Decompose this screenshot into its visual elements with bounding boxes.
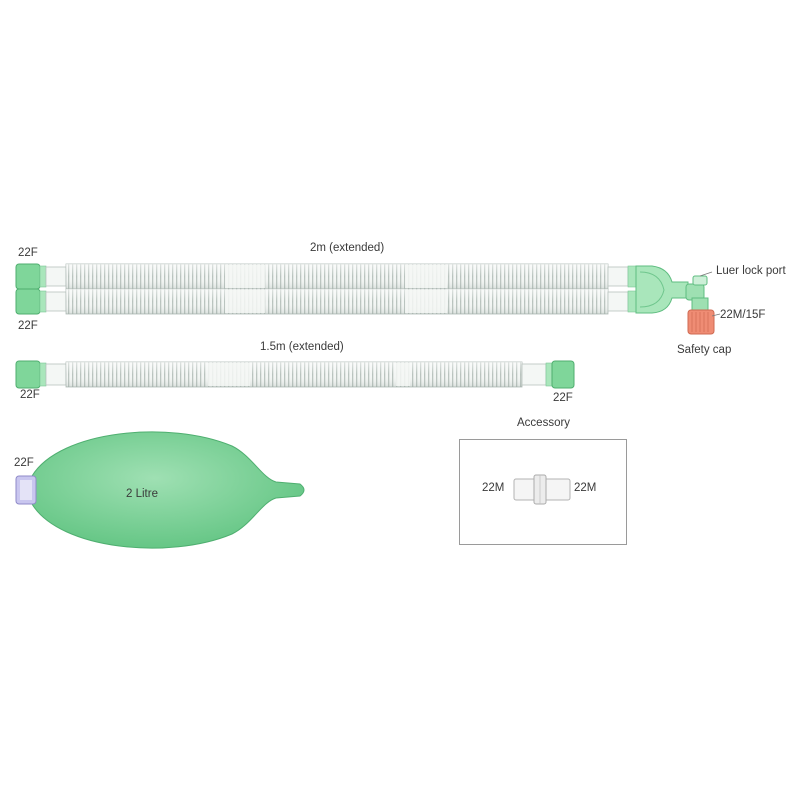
circuit-2m-left-bottom-label: 22F (18, 320, 38, 332)
bag-body (31, 431, 305, 549)
patient-connector-label: 22M/15F (720, 309, 766, 321)
accessory-left-label: 22M (482, 482, 505, 494)
cuff-15m-right (551, 360, 575, 389)
limb-15m (15, 360, 575, 389)
limb-15m-left-label: 22F (20, 389, 40, 401)
circuit-2m-left-top-label: 22F (18, 247, 38, 259)
limb-15m-right-label: 22F (553, 392, 573, 404)
bag-connector-label: 22F (14, 457, 34, 469)
accessory-title: Accessory (517, 417, 571, 429)
circuit-2m-length-label: 2m (extended) (310, 242, 385, 254)
reservoir-bag (15, 431, 305, 549)
luer-lock-port-label: Luer lock port (716, 265, 786, 277)
cuff-2m-left-bottom (15, 288, 41, 315)
safety-cap-label: Safety cap (677, 344, 732, 356)
accessory-right-label: 22M (574, 482, 597, 494)
cuff-2m-left-top (15, 263, 41, 290)
accessory-panel (459, 439, 627, 545)
circuit-2m (15, 263, 721, 335)
cuff-15m-left (15, 360, 41, 389)
limb-15m-length-label: 1.5m (extended) (260, 341, 344, 353)
luer-lock-port (692, 275, 708, 286)
bag-volume-label: 2 Litre (126, 488, 158, 500)
y-piece (635, 265, 689, 314)
